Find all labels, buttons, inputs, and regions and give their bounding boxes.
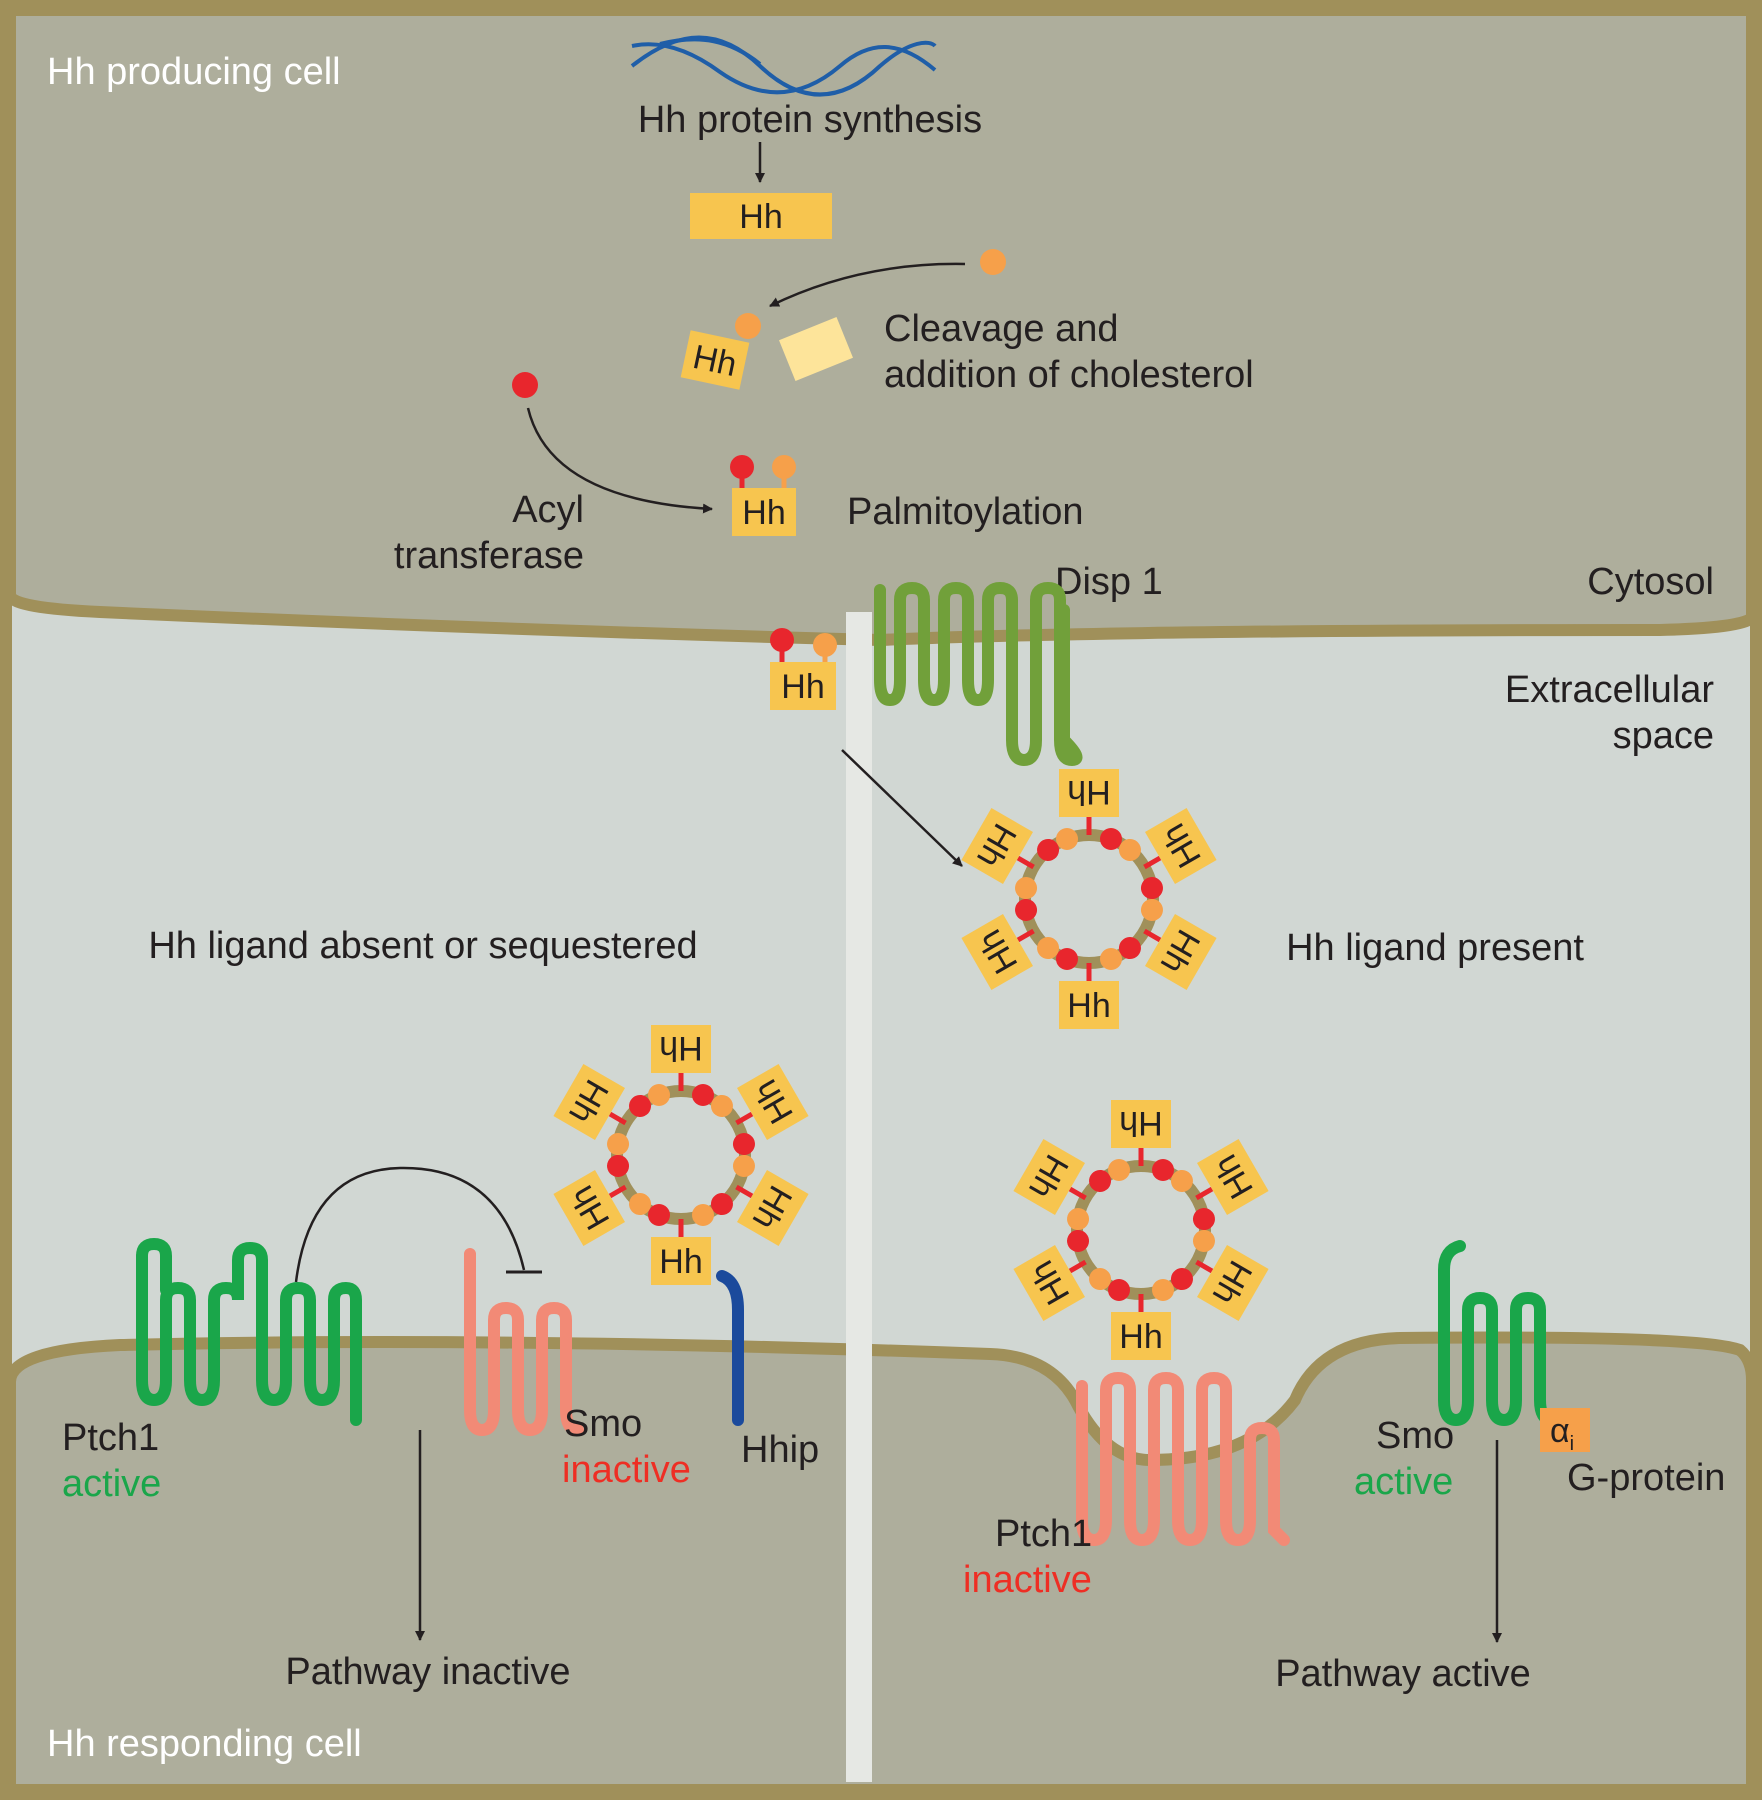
release-arrow	[841, 749, 963, 867]
extracellular-label-line1: Extracellular	[1505, 669, 1714, 711]
smo-active-receptor	[1438, 1240, 1558, 1427]
svg-text:Hh: Hh	[659, 1243, 702, 1281]
smo-right-label: Smo	[1376, 1415, 1454, 1457]
ptch1-right-label: Ptch1	[995, 1513, 1092, 1555]
producing-cell-label: Hh producing cell	[47, 51, 341, 93]
hh-cholesterol: Hh	[680, 330, 750, 390]
hh-secreted-label: Hh	[781, 668, 824, 706]
pathway-active-label: Pathway active	[1275, 1653, 1531, 1695]
hh-lipidated: Hh	[730, 455, 796, 536]
extracellular-label-line2: space	[1613, 715, 1714, 757]
palmitate-molecule	[512, 372, 538, 398]
mrna-icon	[630, 35, 937, 97]
cholesterol-molecule	[980, 249, 1006, 275]
pathway-inactive-label: Pathway inactive	[285, 1651, 570, 1693]
svg-text:Hh: Hh	[1067, 773, 1110, 811]
cleavage-label-line2: addition of cholesterol	[884, 354, 1254, 396]
hh-multimer-bound: Hh Hh Hh Hh Hh Hh	[1013, 1100, 1269, 1360]
ptch1-inactive-receptor	[1076, 1371, 1290, 1547]
ligand-absent-label: Hh ligand absent or sequestered	[148, 925, 697, 967]
acylation-arrow	[526, 407, 713, 514]
svg-text:Hh: Hh	[1067, 987, 1110, 1025]
ptch1-active-receptor	[136, 1241, 362, 1426]
hh-multimer-sequestered: Hh Hh Hh Hh Hh Hh	[553, 1025, 809, 1285]
hh-lipidated-label: Hh	[742, 494, 785, 532]
svg-text:Hh: Hh	[659, 1029, 702, 1067]
g-protein-label: G-protein	[1567, 1457, 1725, 1499]
hh-precursor: Hh	[690, 193, 832, 239]
disp1-transporter	[874, 581, 1083, 767]
ptch1-right-state: inactive	[963, 1559, 1092, 1601]
ptch1-left-loop1	[136, 1237, 172, 1296]
cleavage-arrow	[769, 262, 966, 308]
acyl-transferase-line1: Acyl	[512, 489, 584, 531]
hh-cholesterol-label: Hh	[690, 338, 740, 384]
cleavage-label-line1: Cleavage and	[884, 308, 1119, 350]
center-divider	[846, 612, 872, 1782]
g-alpha-label: αi	[1550, 1412, 1574, 1455]
svg-text:Hh: Hh	[1119, 1104, 1162, 1142]
svg-text:Hh: Hh	[1119, 1318, 1162, 1356]
hhip-receptor	[716, 1270, 744, 1426]
responding-cell-label: Hh responding cell	[47, 1723, 362, 1765]
ptch1-left-state: active	[62, 1463, 161, 1505]
ligand-present-label: Hh ligand present	[1286, 927, 1584, 969]
responding-cell-cytoplasm	[3, 1331, 1758, 1796]
hh-multimer-free: Hh Hh Hh Hh Hh Hh	[961, 769, 1217, 1029]
disp1-label: Disp 1	[1055, 561, 1163, 603]
smo-right-state: active	[1354, 1461, 1453, 1503]
acyl-transferase-line2: transferase	[394, 535, 584, 577]
synthesis-step-label: Hh protein synthesis	[638, 99, 982, 141]
smo-inactive-receptor	[464, 1248, 584, 1437]
smo-left-state: inactive	[562, 1449, 691, 1491]
g-alpha-subunit: αi	[1540, 1408, 1590, 1455]
hh-precursor-label: Hh	[739, 198, 782, 236]
smo-left-label: Smo	[564, 1403, 642, 1445]
palmitoylation-label: Palmitoylation	[847, 491, 1084, 533]
hhip-label: Hhip	[741, 1429, 819, 1471]
smo-inhibition	[294, 1166, 526, 1283]
ptch1-left-label: Ptch1	[62, 1417, 159, 1459]
hh-secreted: Hh	[770, 628, 837, 710]
cleaved-fragment	[779, 316, 853, 382]
cytosol-label: Cytosol	[1587, 561, 1714, 603]
cholesterol-on-hh	[735, 313, 761, 339]
